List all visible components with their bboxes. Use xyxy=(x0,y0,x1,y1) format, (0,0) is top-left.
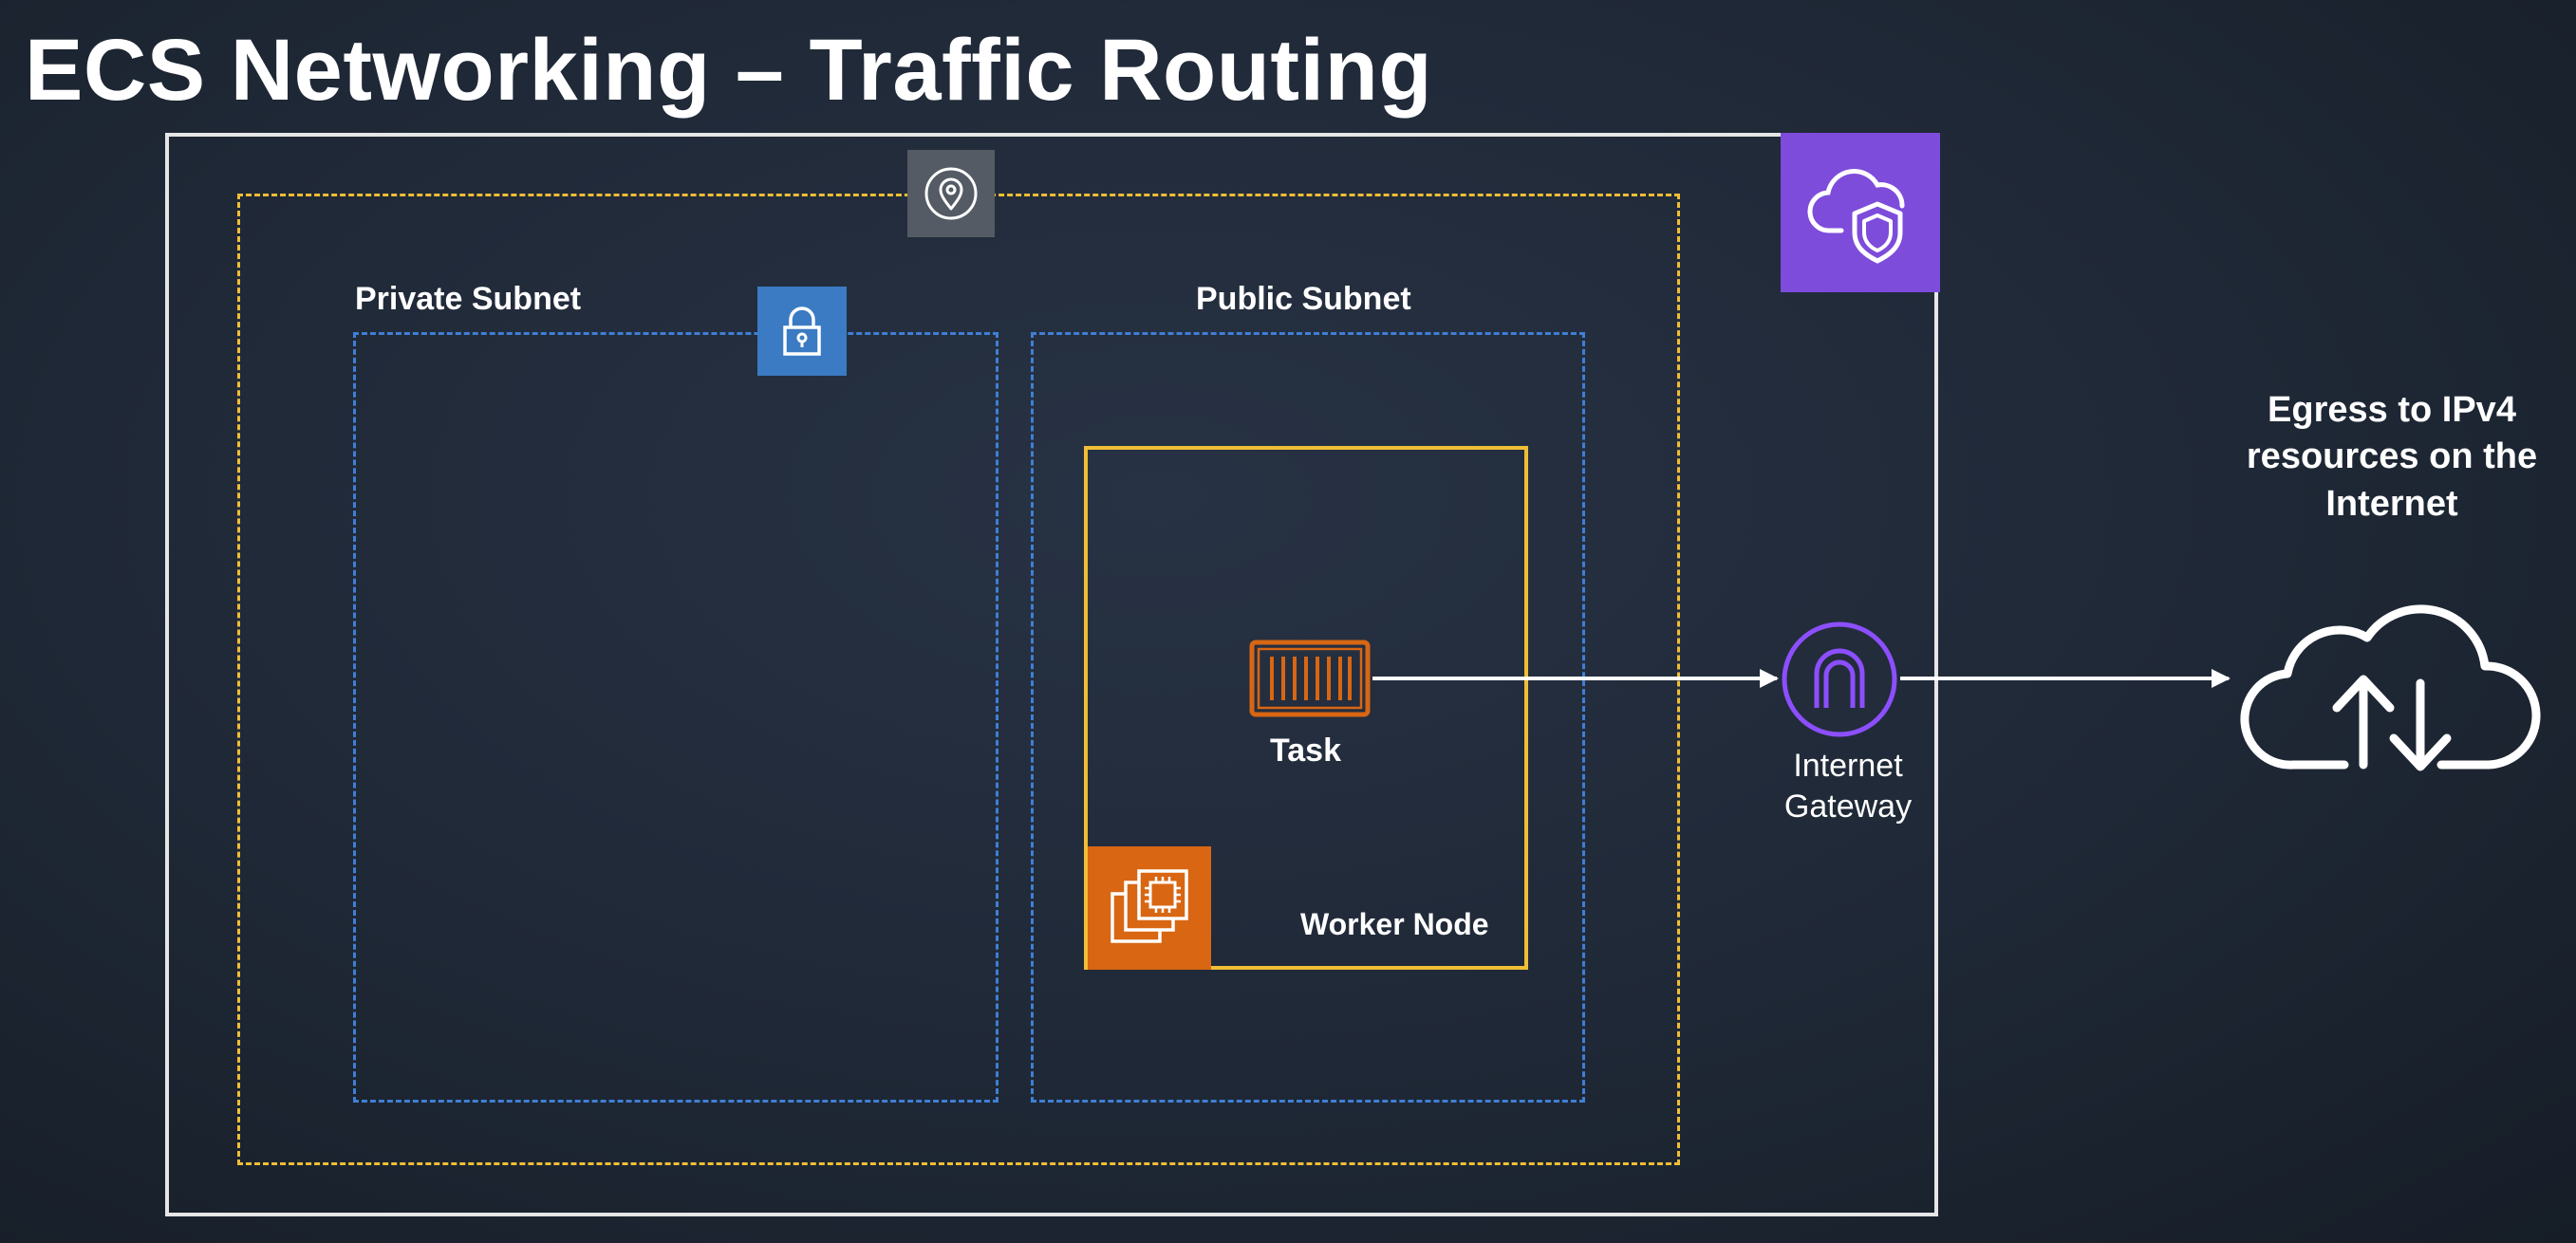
internet-gateway-label-line2: Gateway xyxy=(1783,788,1913,825)
public-subnet-label: Public Subnet xyxy=(1196,281,1411,317)
lock-icon xyxy=(757,287,847,376)
cloud-shield-icon xyxy=(1781,133,1940,292)
egress-label: Egress to IPv4 resources on the Internet xyxy=(2183,387,2576,528)
page-title: ECS Networking – Traffic Routing xyxy=(25,22,1433,119)
container-icon xyxy=(1249,640,1371,717)
worker-node-container xyxy=(1084,446,1528,970)
egress-label-line1: Egress to IPv4 xyxy=(2268,390,2516,430)
vpc-container xyxy=(165,133,1938,1216)
internet-gateway-label: Internet Gateway xyxy=(1758,746,1938,826)
private-subnet-container xyxy=(353,332,999,1103)
public-subnet-container xyxy=(1031,332,1585,1103)
cloud-upload-download-icon xyxy=(2240,579,2544,788)
ec2-instance-icon xyxy=(1088,846,1211,970)
task-label: Task xyxy=(1270,733,1341,769)
location-pin-icon xyxy=(907,150,995,237)
internet-gateway-icon xyxy=(1781,621,1898,738)
worker-node-label: Worker Node xyxy=(1300,907,1489,941)
private-subnet-label: Private Subnet xyxy=(355,281,582,317)
internet-gateway-label-line1: Internet xyxy=(1793,748,1903,784)
egress-label-line2: resources on the xyxy=(2246,436,2538,477)
egress-label-line3: Internet xyxy=(2325,483,2458,524)
